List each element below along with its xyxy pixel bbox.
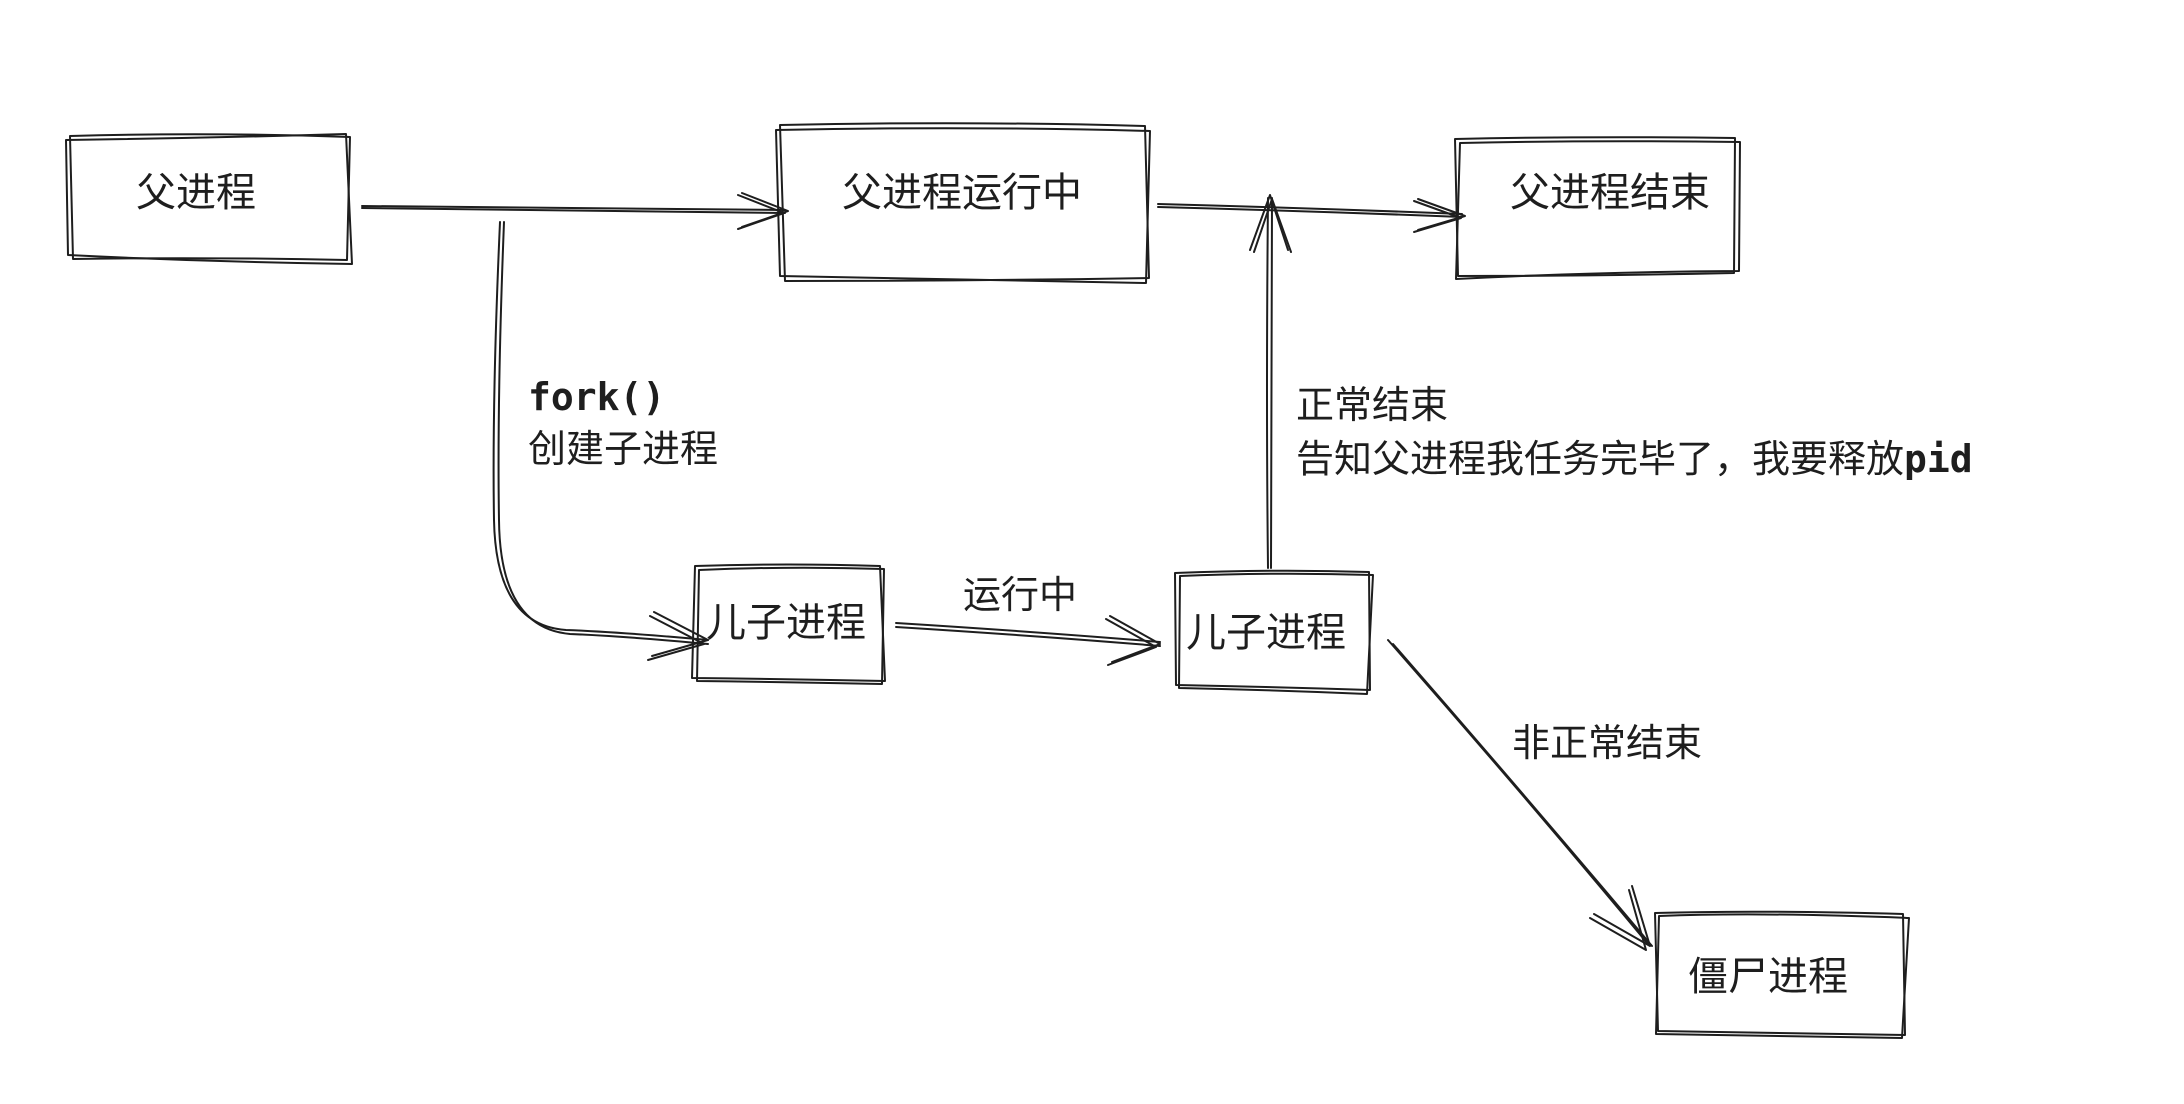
label-normal-end-desc: 告知父进程我任务完毕了，我要释放pid: [1296, 437, 1973, 481]
box-parent-end: [1454, 136, 1741, 280]
node-parent-running-label: 父进程运行中: [842, 170, 1082, 216]
box-parent-process: [65, 133, 353, 265]
arrow-fork-to-child: [492, 221, 709, 661]
label-fork-desc: 创建子进程: [528, 427, 718, 471]
arrow-parent-to-running: [361, 192, 789, 230]
node-parent-process-label: 父进程: [136, 170, 256, 216]
label-normal-end-desc-text: 告知父进程我任务完毕了，我要释放: [1296, 437, 1904, 481]
box-zombie-process: [1654, 910, 1910, 1039]
label-normal-end: 正常结束: [1296, 383, 1448, 427]
node-parent-end-label: 父进程结束: [1510, 170, 1710, 216]
box-child-process-1: [691, 563, 886, 685]
box-child-process-2: [1174, 569, 1374, 695]
arrow-normal-end: [1249, 194, 1292, 569]
node-zombie-process-label: 僵尸进程: [1688, 954, 1848, 1000]
arrow-child-running: [895, 615, 1161, 666]
box-parent-running: [775, 122, 1151, 284]
label-normal-end-desc-code: pid: [1904, 437, 1973, 481]
label-abnormal-end: 非正常结束: [1512, 721, 1702, 765]
label-fork-call: fork(): [528, 375, 665, 419]
arrow-abnormal-end: [1387, 639, 1653, 951]
arrow-running-to-end: [1157, 198, 1466, 233]
node-child-process-1-label: 儿子进程: [706, 600, 866, 646]
label-running: 运行中: [963, 573, 1077, 617]
node-child-process-2-label: 儿子进程: [1186, 610, 1346, 656]
